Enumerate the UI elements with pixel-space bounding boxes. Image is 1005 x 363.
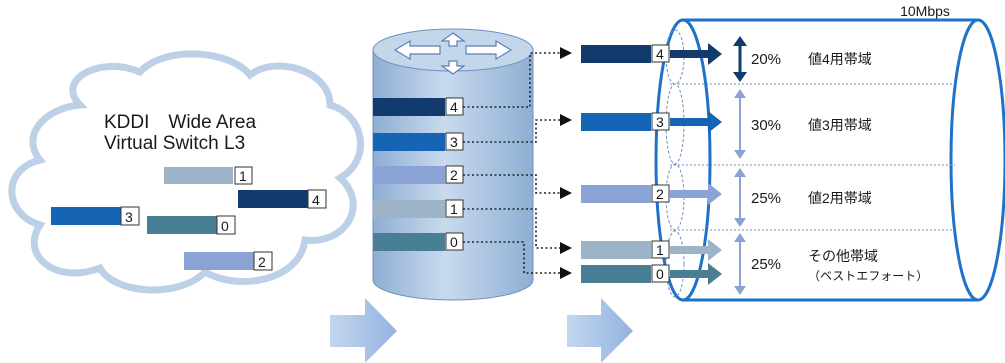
router-queue-0-label: 0 xyxy=(450,234,458,250)
pipe-packet-2: 2 xyxy=(581,183,722,205)
flow-arrow-icon xyxy=(567,298,633,363)
band-2-name: 値2用帯域 xyxy=(808,190,872,206)
band-4-percent: 20% xyxy=(751,51,781,68)
pipe-packet-1-label: 1 xyxy=(656,242,664,258)
router-queue-1-label: 1 xyxy=(450,201,458,217)
band-arrow-icon xyxy=(670,111,722,133)
cloud-packet-3-label: 3 xyxy=(125,209,133,225)
band-3: 30% 値3用帯域 xyxy=(734,89,872,159)
band-arrow-icon xyxy=(670,239,722,261)
router-queue-0: 0 xyxy=(373,232,464,251)
pipe-packet-3-label: 3 xyxy=(656,114,664,130)
flow-arrow-icon xyxy=(330,298,397,363)
band-other-name: その他帯域 xyxy=(808,248,878,264)
cloud-title-line2: Virtual Switch L3 xyxy=(104,133,245,154)
cloud-packet-1-label: 1 xyxy=(239,168,247,184)
double-arrow-icon xyxy=(733,36,747,82)
arrowhead-icon xyxy=(560,242,572,254)
router-queue-4: 4 xyxy=(373,97,464,116)
routing-connectors xyxy=(463,52,560,274)
band-2: 25% 値2用帯域 xyxy=(734,168,872,227)
band-other-sub: （ベストエフォート） xyxy=(808,269,928,283)
pipe-packet-4: 4 xyxy=(581,43,722,65)
pipe-packet-4-label: 4 xyxy=(656,46,664,62)
network-cloud: KDDI Wide Area Virtual Switch L3 1 4 3 0… xyxy=(8,50,364,294)
router-arrows-icon xyxy=(393,32,513,75)
connector-2 xyxy=(463,174,560,194)
arrowhead-icon xyxy=(560,187,572,199)
connector-arrowheads xyxy=(560,47,572,279)
router-queue-3-label: 3 xyxy=(450,134,458,150)
pipe-bandwidth-label: 10Mbps xyxy=(900,3,950,19)
arrowhead-icon xyxy=(560,114,572,126)
band-3-name: 値3用帯域 xyxy=(808,117,872,133)
band-other: 25% その他帯域 （ベストエフォート） xyxy=(734,233,928,295)
connector-0 xyxy=(463,241,560,274)
router-queue-2: 2 xyxy=(373,165,464,184)
connector-3 xyxy=(463,119,560,143)
cloud-packet-1: 1 xyxy=(164,166,253,185)
router-queue-4-label: 4 xyxy=(450,99,458,115)
band-3-percent: 30% xyxy=(751,117,781,134)
band-arrow-icon xyxy=(670,263,722,285)
pipe-packet-2-label: 2 xyxy=(656,186,664,202)
connector-1 xyxy=(463,208,560,249)
pipe-packet-0: 0 xyxy=(581,263,722,285)
band-4: 20% 値4用帯域 xyxy=(733,36,872,82)
cloud-packet-2-label: 2 xyxy=(258,254,266,270)
double-arrow-icon xyxy=(734,233,746,295)
pipe-packet-0-label: 0 xyxy=(656,266,664,282)
connector-4 xyxy=(463,52,560,108)
cloud-packet-4: 4 xyxy=(238,189,327,209)
pipe-packet-1: 1 xyxy=(581,239,722,261)
cloud-packet-2: 2 xyxy=(184,251,273,271)
cloud-packet-0-label: 0 xyxy=(221,218,229,234)
cloud-packet-3: 3 xyxy=(51,206,140,226)
double-arrow-icon xyxy=(734,89,746,159)
arrowhead-icon xyxy=(560,47,572,59)
arrowhead-icon xyxy=(560,267,572,279)
router-cylinder: 4 3 2 1 0 xyxy=(372,28,534,301)
cloud-title-line1: KDDI Wide Area xyxy=(104,112,256,133)
cloud-packet-4-label: 4 xyxy=(312,192,320,208)
cloud-packet-0: 0 xyxy=(147,215,236,235)
band-4-name: 値4用帯域 xyxy=(808,51,872,67)
band-arrow-icon xyxy=(670,43,722,65)
bandwidth-pipe: 10Mbps xyxy=(654,3,1005,302)
pipe-packet-3: 3 xyxy=(581,111,722,133)
router-queue-1: 1 xyxy=(373,199,464,218)
band-2-percent: 25% xyxy=(751,190,781,207)
double-arrow-icon xyxy=(734,168,746,227)
band-arrow-icon xyxy=(670,183,722,205)
router-queue-3: 3 xyxy=(373,132,464,151)
band-other-percent: 25% xyxy=(751,256,781,273)
router-queue-2-label: 2 xyxy=(450,167,458,183)
